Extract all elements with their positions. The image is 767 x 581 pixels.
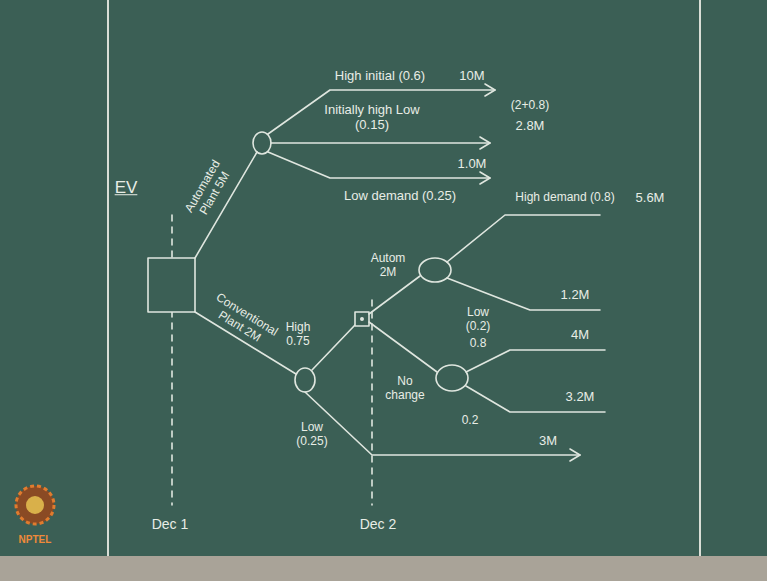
arrow-head [480, 137, 490, 149]
branch-line [466, 386, 605, 412]
payoff-value: 10M [459, 69, 484, 84]
logo-text: NPTEL [19, 534, 52, 546]
chance-circle [436, 365, 468, 391]
stage-divider [371, 300, 373, 505]
stage-label: Dec 2 [360, 516, 397, 532]
variable-label: EV [115, 178, 138, 198]
payoff-value: 1.0M [458, 157, 487, 172]
branch-line [447, 278, 600, 310]
chance-circle [253, 132, 271, 154]
branch-label: Conventional Plant 2M [200, 287, 286, 355]
chance-circle [419, 258, 451, 282]
board-ledge [0, 556, 767, 581]
branch-line [268, 90, 495, 134]
branch-label: No change [380, 375, 430, 403]
outcome-label: High 0.75 [280, 321, 316, 349]
chance-circle [295, 368, 315, 392]
branch-line [312, 325, 355, 370]
payoff-value: 2.8M [516, 119, 545, 134]
payoff-value: 1.2M [561, 288, 590, 303]
decision-square [148, 258, 195, 312]
payoff-note: (2+0.8) [511, 99, 549, 113]
nptel-logo [16, 486, 54, 524]
decision-square [355, 312, 369, 326]
decision-dot [361, 318, 363, 320]
board-edge-line [107, 0, 109, 556]
probability-label: 0.2 [462, 414, 479, 428]
stage-label: Dec 1 [152, 516, 189, 532]
outcome-label: Initially high Low (0.15) [312, 103, 432, 133]
payoff-value: 4M [571, 328, 589, 343]
payoff-value: 3.2M [566, 390, 595, 405]
outcome-label: High initial (0.6) [335, 69, 425, 84]
payoff-value: 3M [539, 434, 557, 449]
arrow-head [570, 449, 580, 461]
outcome-label: High demand (0.8) [515, 191, 614, 205]
branch-label: Automated Plant 5M [177, 148, 241, 231]
branch-line [369, 276, 420, 314]
branch-label: Autom 2M [366, 252, 410, 280]
outcome-label: Low (0.25) [290, 421, 334, 449]
branch-line [447, 215, 600, 262]
branch-line [271, 142, 490, 144]
logo-center [26, 496, 44, 514]
outcome-label: Low demand (0.25) [344, 189, 456, 204]
logo-gear [16, 486, 54, 524]
probability-label: 0.8 [470, 337, 487, 351]
outcome-label: Low (0.2) [458, 306, 498, 334]
branch-line [305, 392, 580, 455]
payoff-value: 5.6M [636, 191, 665, 206]
arrow-head [485, 84, 495, 96]
board-edge-line [699, 0, 701, 556]
branch-line [268, 152, 490, 178]
arrow-head [480, 172, 490, 184]
branch-line [466, 350, 605, 372]
branch-line [369, 322, 437, 372]
